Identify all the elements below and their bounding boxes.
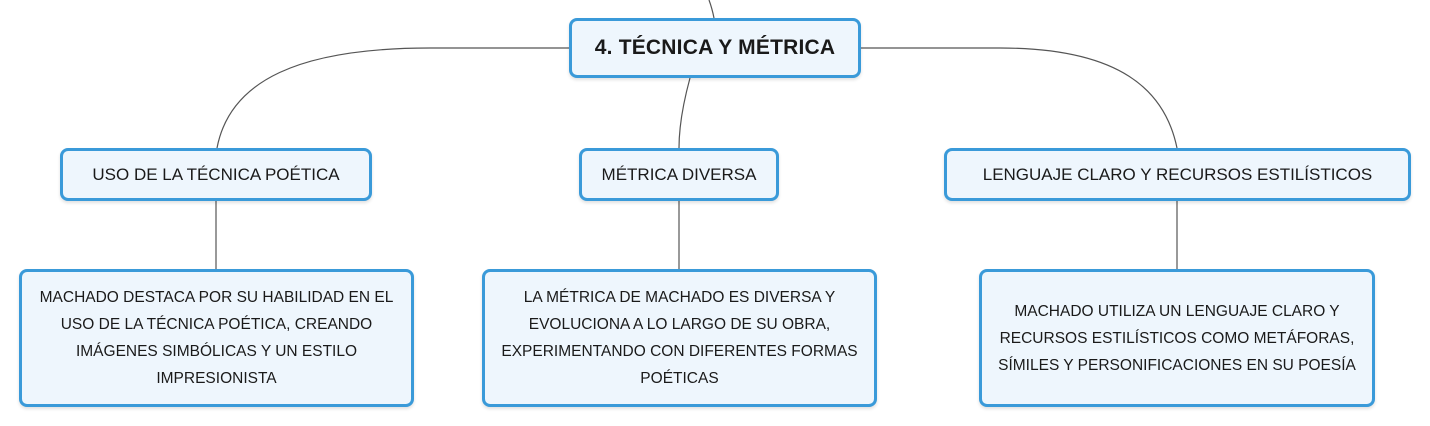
branch-node-metrica-diversa[interactable]: MÉTRICA DIVERSA [579, 148, 779, 201]
branch-node-lenguaje-claro[interactable]: LENGUAJE CLARO Y RECURSOS ESTILÍSTICOS [944, 148, 1411, 201]
detail-node-lenguaje-claro[interactable]: MACHADO UTILIZA UN LENGUAJE CLARO Y RECU… [979, 269, 1375, 407]
detail-node-tecnica-poetica[interactable]: MACHADO DESTACA POR SU HABILIDAD EN EL U… [19, 269, 414, 407]
connector-central-to-branch-1 [216, 47, 569, 149]
detail-text: LA MÉTRICA DE MACHADO ES DIVERSA Y EVOLU… [501, 289, 858, 387]
connector-parent-to-central [708, 0, 715, 19]
detail-text: MACHADO DESTACA POR SU HABILIDAD EN EL U… [39, 289, 394, 387]
central-topic-label: 4. TÉCNICA Y MÉTRICA [594, 36, 836, 59]
detail-node-metrica-diversa[interactable]: LA MÉTRICA DE MACHADO ES DIVERSA Y EVOLU… [482, 269, 877, 407]
branch-node-tecnica-poetica[interactable]: USO DE LA TÉCNICA POÉTICA [60, 148, 372, 201]
branch-label: MÉTRICA DIVERSA [601, 164, 757, 184]
branch-label: LENGUAJE CLARO Y RECURSOS ESTILÍSTICOS [982, 164, 1373, 184]
branch-label: USO DE LA TÉCNICA POÉTICA [92, 164, 340, 184]
connector-central-to-branch-2 [678, 77, 691, 149]
central-topic-node[interactable]: 4. TÉCNICA Y MÉTRICA [569, 18, 861, 78]
connector-central-to-branch-3 [861, 47, 1178, 149]
detail-text: MACHADO UTILIZA UN LENGUAJE CLARO Y RECU… [998, 302, 1356, 374]
